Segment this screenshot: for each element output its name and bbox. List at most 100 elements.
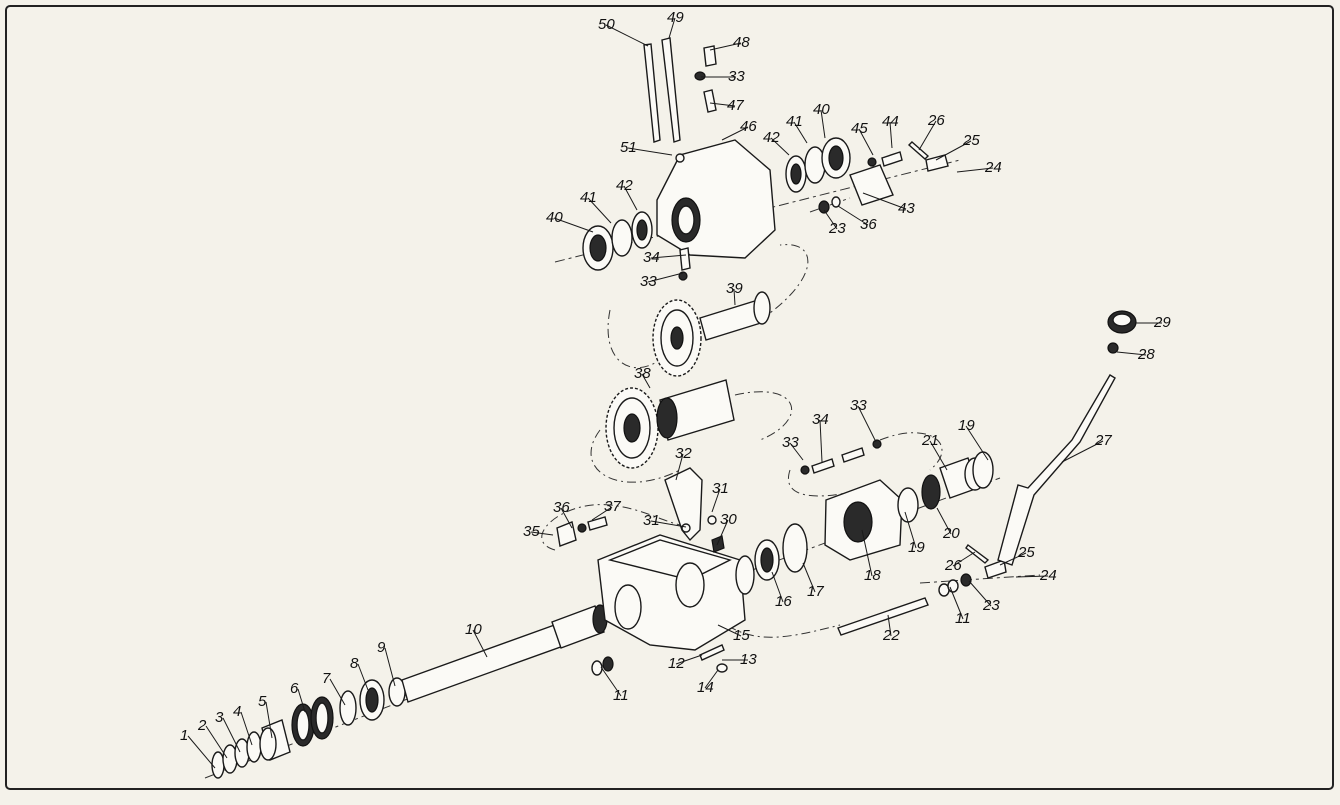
callout-label-c46: 46	[740, 118, 757, 135]
callout-label-c22: 22	[882, 627, 900, 644]
callout-label-c34a: 34	[643, 249, 660, 266]
washer-part-11a	[602, 656, 614, 672]
ring-part-41b	[611, 219, 633, 257]
callout-label-c39: 39	[726, 280, 743, 297]
seal-bore-6a	[296, 709, 310, 741]
washer-part-45	[867, 157, 877, 167]
leader-line-c48	[709, 42, 742, 51]
callout-label-c23b: 23	[982, 597, 1000, 614]
nut-part-23b	[960, 573, 972, 587]
leader-line-c34b	[819, 419, 823, 463]
fitting-part-47	[703, 89, 717, 113]
shift-rod-part-22	[837, 597, 929, 636]
callout-label-c18: 18	[864, 567, 881, 584]
callout-label-c14: 14	[697, 679, 714, 696]
callout-label-c38: 38	[634, 365, 651, 382]
shift-lever-part-27	[997, 374, 1116, 566]
bolt-part-34b	[811, 458, 835, 474]
leader-line-c22	[887, 614, 892, 637]
callout-label-c51: 51	[620, 139, 637, 156]
callout-label-c43: 43	[898, 200, 915, 217]
o-ring-part-19b	[972, 451, 994, 489]
leader-line-c18	[861, 529, 873, 577]
leader-line-c42b	[623, 185, 638, 211]
leader-line-c9	[384, 647, 396, 687]
pin-part-31a	[707, 515, 717, 525]
leader-line-c23a	[823, 209, 838, 230]
leader-line-c5	[265, 701, 273, 739]
leader-line-c33c	[789, 442, 804, 461]
callout-label-c19b: 19	[958, 417, 975, 434]
bolt-part-48	[703, 45, 717, 67]
leader-line-c17	[802, 562, 816, 593]
leader-line-c26a	[918, 120, 937, 151]
leader-line-c41b	[587, 197, 612, 224]
rod-part-50	[643, 43, 661, 143]
callout-label-c7: 7	[322, 670, 331, 687]
leader-line-c39	[733, 288, 736, 306]
leader-line-c34a	[650, 254, 687, 259]
cup-bore-part-40b	[589, 234, 607, 262]
washer-part-36b	[577, 523, 587, 533]
snap-ring-part-7	[339, 690, 357, 726]
leader-line-c44	[889, 121, 893, 149]
diagram-border	[5, 5, 1334, 790]
callout-label-c26a: 26	[927, 112, 945, 129]
pin-part-31b	[681, 523, 691, 533]
seal-bore-6b	[315, 702, 329, 734]
sleeve-end-part-5	[259, 727, 277, 761]
callout-label-c44: 44	[882, 113, 899, 130]
leader-line-c10	[472, 629, 488, 658]
washer-part-33a	[694, 71, 706, 81]
leader-line-c24b	[1015, 575, 1049, 578]
callout-label-c45: 45	[851, 120, 868, 137]
callout-label-c11b: 11	[955, 610, 971, 627]
callout-label-c35: 35	[523, 523, 540, 540]
leader-line-c32	[675, 453, 684, 481]
plate-part-43	[849, 164, 894, 206]
pin-part-26a	[907, 141, 930, 160]
callout-label-c33a: 33	[728, 68, 745, 85]
callout-label-c25b: 25	[1017, 544, 1035, 561]
nut-part-23a	[818, 200, 830, 214]
snap-ring-part-1	[211, 751, 225, 779]
leader-line-c45	[858, 128, 874, 156]
leader-line-c51	[627, 147, 673, 156]
leader-line-c14	[704, 669, 719, 689]
clevis-part-25a	[925, 154, 949, 172]
leader-line-c7	[329, 678, 346, 706]
leader-line-c43	[862, 192, 907, 210]
callout-label-c1: 1	[180, 727, 188, 744]
callout-label-c41b: 41	[580, 189, 597, 206]
callout-label-c27: 27	[1094, 432, 1112, 449]
callout-label-c23a: 23	[828, 220, 846, 237]
callout-label-c37: 37	[604, 498, 621, 515]
ball-part-14	[716, 663, 728, 673]
callout-label-c6: 6	[290, 680, 299, 697]
leader-line-c16	[771, 571, 784, 603]
callout-label-c31b: 31	[643, 512, 660, 529]
leader-line-c15	[717, 624, 742, 637]
callout-label-c40a: 40	[813, 101, 830, 118]
callout-label-c2: 2	[197, 717, 207, 734]
washer-part-36a	[831, 196, 841, 208]
leader-line-c31b	[650, 520, 687, 528]
upper-housing-part-46	[656, 139, 776, 259]
callout-label-c19a: 19	[908, 539, 925, 556]
callout-label-c31a: 31	[712, 480, 729, 497]
callout-label-c8: 8	[350, 655, 359, 672]
bracket-part-35	[556, 521, 577, 547]
callout-label-c29: 29	[1153, 314, 1171, 331]
callout-label-c10: 10	[465, 621, 482, 638]
callout-label-c28: 28	[1137, 346, 1155, 363]
callout-label-c33c: 33	[782, 434, 799, 451]
callout-label-c17: 17	[807, 583, 824, 600]
o-ring-part-19a	[897, 487, 919, 523]
callout-label-c40b: 40	[546, 209, 563, 226]
callout-label-c4: 4	[233, 703, 241, 720]
bearing-race-part-42a	[790, 163, 802, 185]
callout-label-c11a: 11	[613, 687, 629, 704]
clevis-part-25b	[984, 559, 1007, 579]
